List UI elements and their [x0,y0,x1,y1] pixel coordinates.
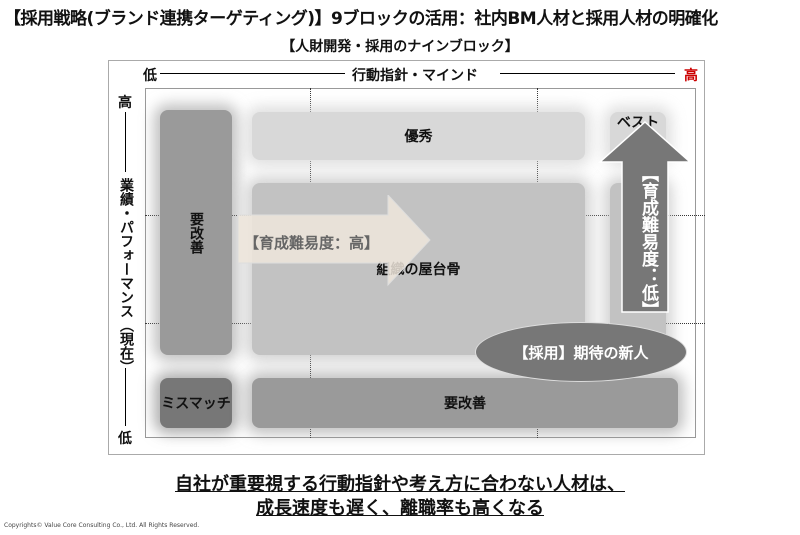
x-axis-label: 行動指針・マインド [352,68,478,84]
copyright: Copyrights© Value Core Consulting Co., L… [4,522,200,529]
conclusion-line-2: 成長速度も遅く、離職率も高くなる [256,498,544,519]
y-arrow-down [125,368,126,426]
new-hire-ellipse: 【採用】期待の新人 [475,322,687,382]
block-improve-left: 要改善 [188,211,204,254]
block-mismatch: ミスマッチ [160,378,232,428]
subtitle: 【人財開発・採用のナインブロック】 [281,39,519,55]
nine-block-grid [145,88,696,438]
conclusion-line-1: 自社が重要視する行動指針や考え方に合わない人材は、 [175,474,625,495]
y-axis-label: 業績・パフォーマンス（現在） [118,178,134,374]
y-arrow-up [125,112,126,172]
y-low-label: 低 [118,431,132,447]
new-hire-label: 【採用】期待の新人 [513,343,649,362]
block-improve-bottom: 要改善 [252,378,678,428]
page-title: 【採用戦略(ブランド連携ターゲティング)】9ブロックの活用：社内BM人材と採用人… [4,9,718,29]
y-high-label: 高 [118,95,132,111]
up-arrow [598,120,692,313]
x-low-label: 低 [143,68,157,84]
x-arrow-right [500,73,675,74]
x-high-label: 高 [684,68,698,84]
up-arrow-label: 【育成難易度：低】 [638,165,658,318]
x-arrow-left [160,73,345,74]
block-excellent: 優秀 [252,112,585,160]
right-arrow [238,195,431,287]
right-arrow-label: 【育成難易度：高】 [244,234,380,252]
diagram-frame [108,60,705,455]
